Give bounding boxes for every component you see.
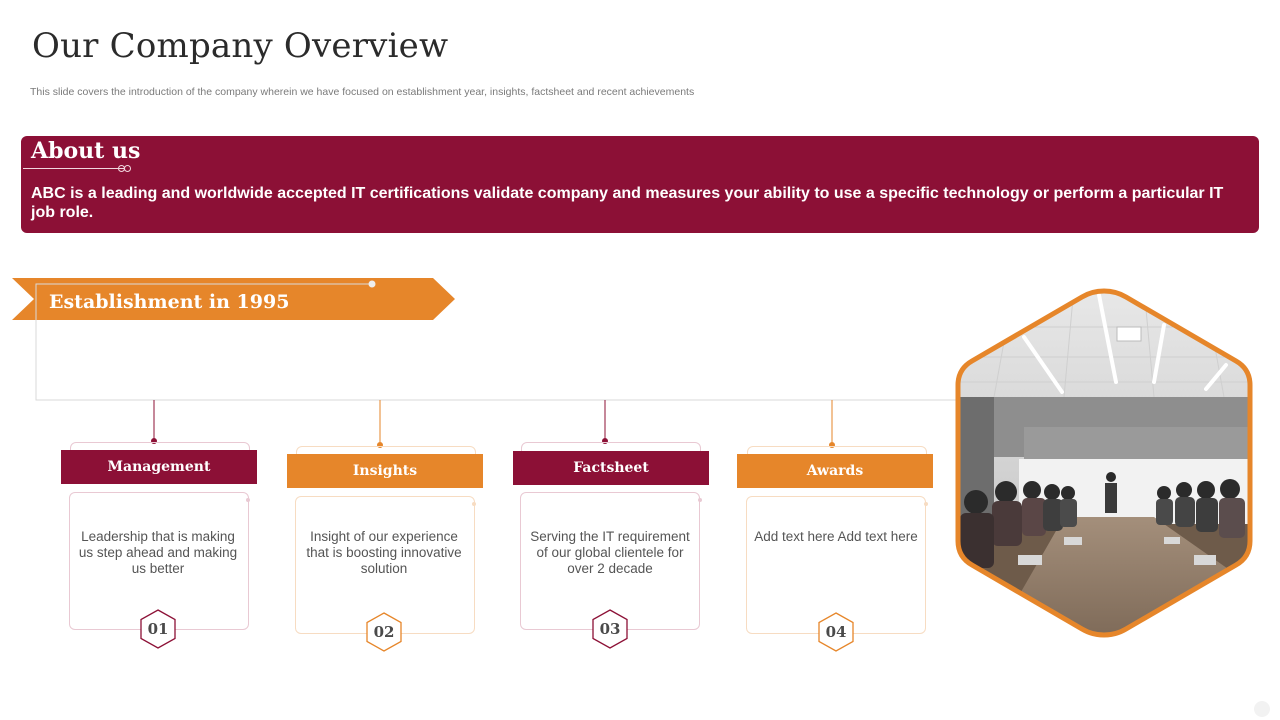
card-text-management: Leadership that is making us step ahead … — [78, 529, 238, 576]
card-dot — [472, 502, 476, 506]
card-title-management: Management — [61, 450, 257, 484]
meeting-room-image — [955, 288, 1253, 638]
slide-corner-marker — [1254, 701, 1270, 717]
about-us-text: ABC is a leading and worldwide accepted … — [31, 185, 1224, 221]
about-us-panel: About us ABC is a leading and worldwide … — [21, 136, 1259, 233]
card-dot — [924, 502, 928, 506]
about-underline-dot — [124, 165, 131, 172]
number-hexagon — [140, 609, 176, 649]
about-underline — [23, 168, 125, 169]
ribbon-dot — [368, 280, 376, 288]
establishment-label: Establishment in 1995 — [49, 291, 290, 313]
card-title-insights: Insights — [287, 454, 483, 488]
card-title-factsheet: Factsheet — [513, 451, 709, 485]
number-hexagon — [366, 612, 402, 652]
card-text-factsheet: Serving the IT requirement of our global… — [530, 529, 690, 576]
number-hexagon — [818, 612, 854, 652]
card-text-insights: Insight of our experience that is boosti… — [306, 529, 462, 576]
card-dot — [246, 498, 250, 502]
card-title-awards: Awards — [737, 454, 933, 488]
card-text-awards: Add text here Add text here — [754, 529, 918, 544]
establishment-ribbon — [12, 278, 455, 320]
card-number-02: 02 — [373, 623, 395, 641]
about-us-heading: About us — [31, 138, 141, 164]
card-dot — [698, 498, 702, 502]
number-hexagon — [592, 609, 628, 649]
card-number-04: 04 — [825, 623, 847, 641]
page-title: Our Company Overview — [32, 26, 449, 66]
timeline-outline — [35, 283, 958, 401]
card-number-03: 03 — [599, 620, 621, 638]
page-subtitle: This slide covers the introduction of th… — [30, 86, 695, 98]
card-number-01: 01 — [147, 620, 169, 638]
